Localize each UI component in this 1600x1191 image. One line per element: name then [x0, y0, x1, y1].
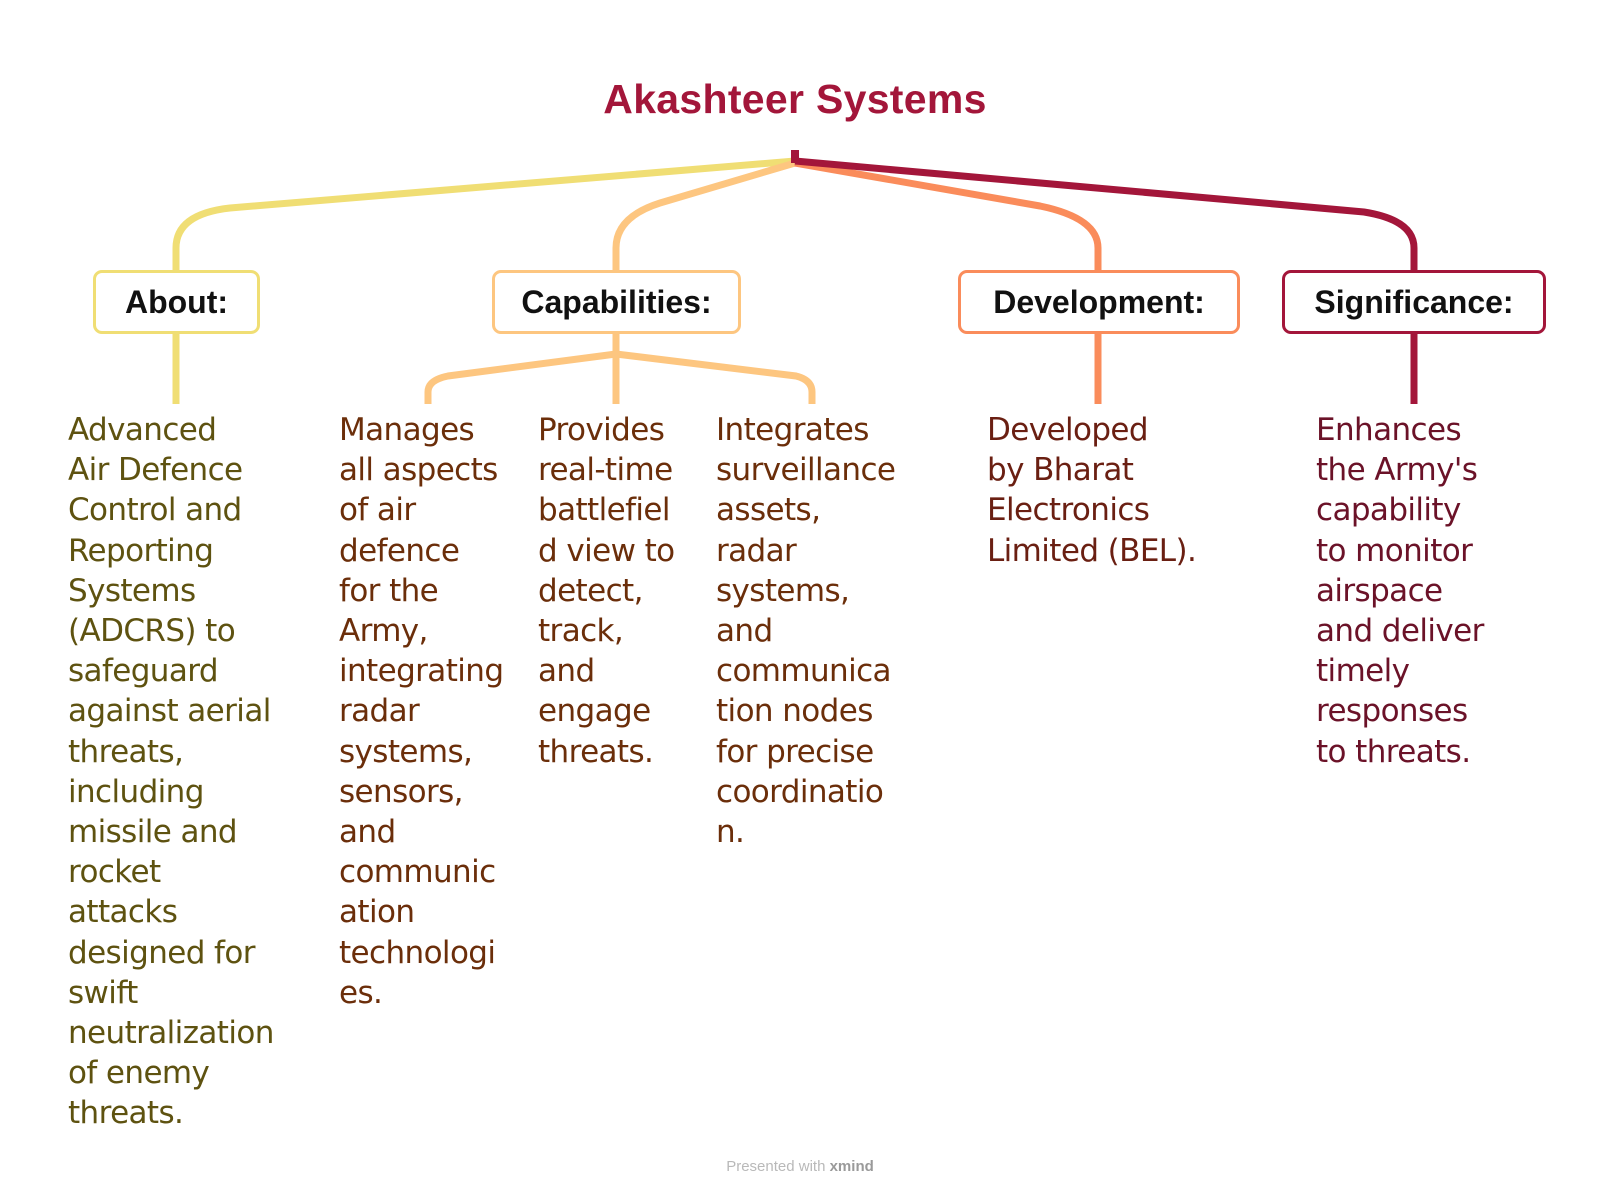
central-topic[interactable]: Akashteer Systems [603, 76, 987, 122]
topic-development-label: Development: [993, 283, 1205, 320]
footer-brand: xmind [829, 1158, 874, 1175]
connector-root-capabilities [612, 159, 796, 272]
connector-root-development [794, 159, 1102, 272]
capabilities-detail-manages[interactable]: Manages all aspects of air defence for t… [339, 412, 504, 1011]
connector-capabilities-detail-1 [424, 350, 617, 404]
connector-capabilities-detail-3 [615, 350, 816, 404]
topic-about-label: About: [124, 283, 229, 320]
capabilities-detail-integrates[interactable]: Integrates surveillance assets, radar sy… [716, 412, 896, 851]
topic-capabilities-label: Capabilities: [521, 283, 712, 320]
about-detail[interactable]: Advanced Air Defence Control and Reporti… [68, 412, 274, 1132]
footer-prefix: Presented with [726, 1158, 830, 1175]
topic-significance[interactable]: Significance: [1282, 270, 1546, 334]
footer-credit: Presented with xmind [600, 1158, 1000, 1175]
topic-about[interactable]: About: [93, 270, 260, 334]
topic-significance-label: Significance: [1314, 283, 1514, 320]
topic-capabilities[interactable]: Capabilities: [492, 270, 741, 334]
significance-detail[interactable]: Enhances the Army's capability to monito… [1316, 412, 1484, 770]
capabilities-detail-provides[interactable]: Provides real-time battlefiel d view to … [538, 412, 675, 770]
topic-development[interactable]: Development: [958, 270, 1240, 334]
development-detail[interactable]: Developed by Bharat Electronics Limited … [987, 412, 1197, 569]
connector-root-significance [794, 157, 1418, 272]
connector-root-about [172, 157, 796, 272]
